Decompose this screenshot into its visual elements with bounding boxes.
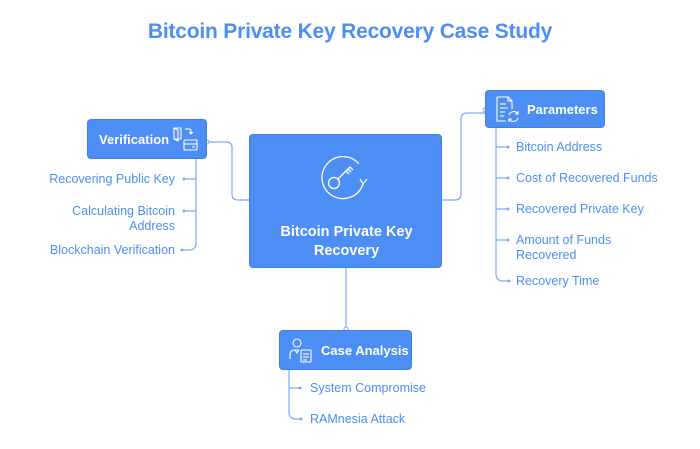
parameters-item: Recovered Private Key	[516, 202, 644, 216]
case-analysis-node[interactable]: Case Analysis	[279, 330, 412, 370]
center-label: Bitcoin Private Key Recovery	[250, 223, 443, 261]
connector-center-parameters	[442, 112, 485, 201]
key-recovery-icon	[321, 155, 368, 200]
verification-item: Blockchain Verification	[49, 243, 175, 257]
center-label-line1: Bitcoin Private Key	[280, 224, 413, 240]
center-label-line2: Recovery	[313, 243, 380, 259]
diagram-title: Bitcoin Private Key Recovery Case Study	[147, 20, 553, 43]
case-analysis-item: System Compromise	[310, 381, 426, 395]
verification-item: Address	[129, 219, 175, 233]
verification-label: Verification	[99, 132, 170, 147]
parameters-item: Amount of Funds	[516, 233, 612, 247]
parameters-item: Cost of Recovered Funds	[516, 171, 658, 185]
parameters-branch	[495, 128, 508, 282]
verification-icon	[173, 127, 198, 151]
case-analysis-label: Case Analysis	[321, 343, 409, 358]
parameters-item: Recovery Time	[516, 274, 600, 288]
person-document-icon	[289, 338, 312, 363]
connector-center-verification	[207, 141, 249, 201]
parameters-node[interactable]: Parameters	[485, 90, 605, 128]
verification-item: Recovering Public Key	[49, 172, 175, 186]
parameters-item: Recovered	[516, 248, 577, 262]
verification-branch	[183, 158, 197, 251]
case-analysis-item: RAMnesia Attack	[310, 412, 406, 426]
parameters-label: Parameters	[527, 102, 598, 117]
case-branch	[288, 370, 300, 420]
verification-node[interactable]: Verification	[87, 119, 207, 159]
center-node[interactable]: Bitcoin Private Key Recovery	[249, 134, 442, 268]
document-refresh-icon	[496, 96, 519, 122]
parameters-item: Bitcoin Address	[516, 140, 603, 154]
verification-item: Calculating Bitcoin	[72, 204, 175, 218]
